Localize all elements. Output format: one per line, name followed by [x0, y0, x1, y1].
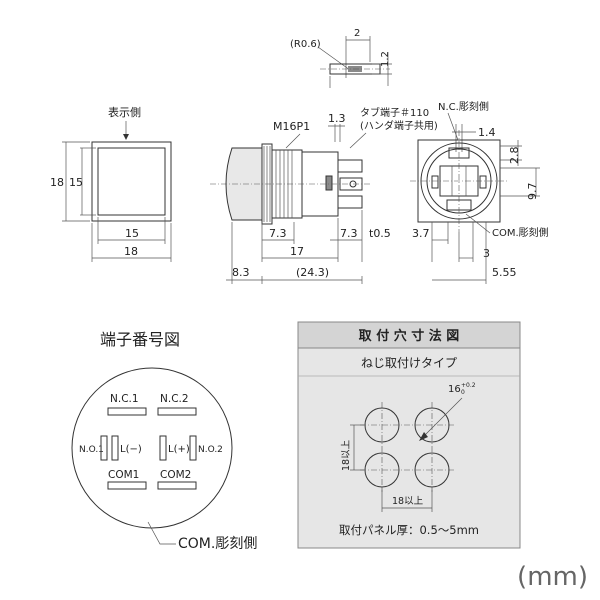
- terminal-lower: [337, 195, 363, 209]
- com-side-label-rear: COM.彫刻側: [492, 226, 549, 239]
- dim-3-7: 3.7: [412, 227, 430, 240]
- unit-label: (mm): [517, 562, 588, 592]
- rear-terminal-right: [479, 175, 487, 189]
- panel-thickness-label: 取付パネル厚：0.5〜5mm: [339, 523, 479, 537]
- tab-terminal-label: タブ端子＃110: [360, 106, 429, 119]
- com1-label: COM1: [108, 469, 139, 481]
- mounting-panel-subtitle: ねじ取付けタイプ: [361, 356, 457, 370]
- front-inner-square: [97, 147, 166, 216]
- hole-diameter-label: 16: [448, 384, 461, 395]
- front-view: 表示側 18 15 15 18: [50, 105, 172, 262]
- nc1-label: N.C.1: [110, 393, 139, 405]
- com-side-label: COM.彫刻側: [178, 536, 257, 552]
- dim-1-3-label: 1.3: [328, 112, 346, 125]
- l-minus-terminal: [111, 435, 119, 461]
- dim-outer-height: 18: [50, 176, 64, 189]
- com2-label: COM2: [160, 469, 191, 481]
- dim-1-2-label: 1.2: [380, 51, 391, 67]
- side-view: M16P1 1.3 タブ端子＃110 (ハンダ端子共用): [210, 106, 438, 284]
- com-side-leader: [147, 521, 176, 545]
- thread-label: M16P1: [273, 120, 310, 133]
- nc1-terminal: [107, 407, 147, 416]
- terminal-diagram-title: 端子番号図: [100, 330, 180, 349]
- hole-diameter-tol-lower: 0: [461, 389, 465, 396]
- dim-7-3-right: 7.3: [340, 227, 358, 240]
- housing-window: [325, 175, 333, 191]
- diameter-leader: [419, 397, 463, 441]
- no2-label: N.O.2: [198, 445, 223, 455]
- arrow-head-icon: [419, 432, 428, 441]
- radius-label: (R0.6): [290, 39, 321, 50]
- dim-3: 3: [483, 247, 490, 260]
- mounting-panel-title: 取 付 穴 寸 法 図: [359, 328, 460, 344]
- terminal-upper: [337, 159, 363, 173]
- mounting-panel-bg: [297, 321, 521, 549]
- hole-diameter-tol-upper: +0.2: [461, 382, 476, 389]
- no2-terminal: [189, 435, 197, 461]
- nc2-label: N.C.2: [160, 393, 189, 405]
- no1-terminal: [100, 435, 108, 461]
- dim-5-55: 5.55: [492, 266, 517, 279]
- dim-2-8: 2.8: [508, 147, 521, 165]
- no1-label: N.O.1: [79, 445, 104, 455]
- dim-inner-height: 15: [69, 176, 83, 189]
- l-plus-label: L(+): [168, 444, 190, 455]
- dim-17: 17: [290, 245, 304, 258]
- terminal-detail: (R0.6) 2 1.2: [290, 28, 392, 88]
- dim-7-3-left: 7.3: [269, 227, 287, 240]
- solder-terminal-label: (ハンダ端子共用): [360, 119, 438, 132]
- rear-terminal-left: [431, 175, 439, 189]
- display-side-label: 表示側: [108, 105, 141, 119]
- dim-2-label: 2: [354, 28, 360, 39]
- terminal-circle: [71, 367, 233, 529]
- dim-inner-width: 15: [125, 227, 139, 240]
- rear-view: N.C.彫刻側 1.4 2.8 9.7 COM.彫刻側 3.7: [410, 100, 549, 284]
- dim-8-3: 8.3: [232, 266, 250, 279]
- front-outer-square: [91, 141, 172, 222]
- vertical-pitch-label: 18以上: [341, 439, 352, 471]
- mounting-panel-header: [297, 321, 521, 349]
- dim-t0-5: t0.5: [369, 227, 391, 240]
- com1-terminal: [107, 481, 147, 490]
- mounting-hole-panel: 取 付 穴 寸 法 図 ねじ取付けタイプ 16 +0.2 0 18以上 18以上…: [297, 321, 521, 549]
- dim-24-3: (24.3): [296, 266, 329, 279]
- arrow-head-icon: [123, 134, 129, 140]
- nc2-terminal: [157, 407, 197, 416]
- nc-side-label: N.C.彫刻側: [438, 100, 489, 113]
- l-minus-label: L(−): [120, 444, 142, 455]
- terminal-diagram: 端子番号図 N.C.1 N.C.2 N.O.1 L(−) L(+) N.O.2 …: [71, 330, 257, 552]
- horizontal-pitch-label: 18以上: [392, 496, 424, 507]
- dim-outer-width: 18: [124, 245, 138, 258]
- dim-9-7: 9.7: [526, 183, 539, 201]
- com2-terminal: [157, 481, 197, 490]
- l-plus-terminal: [159, 435, 167, 461]
- dim-1-4: 1.4: [478, 126, 496, 139]
